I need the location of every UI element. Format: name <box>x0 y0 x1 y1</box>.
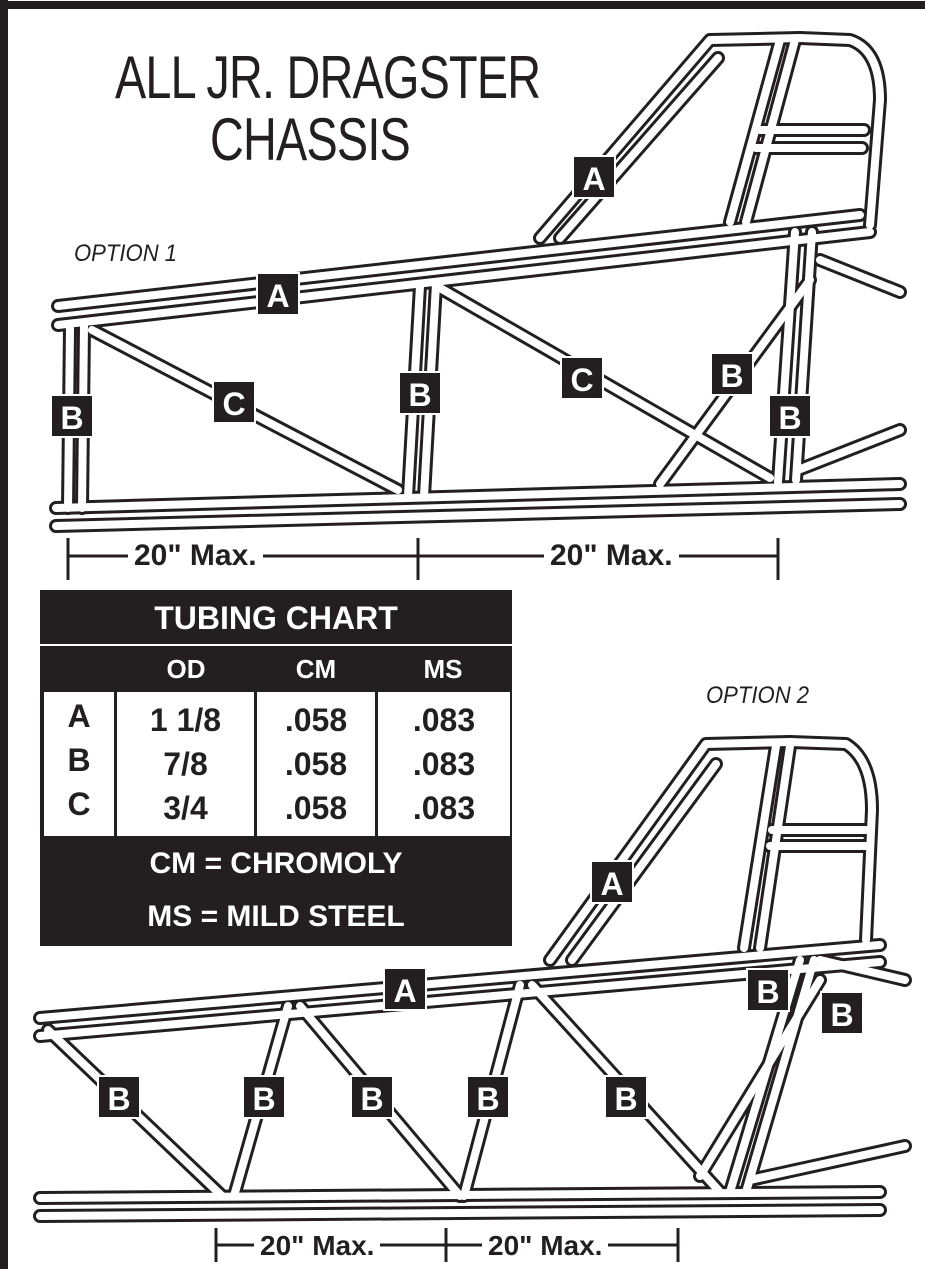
option2-tube-tag: A <box>590 860 634 904</box>
tubing-chart-column-separator <box>114 692 117 836</box>
option1-tube-tag: B <box>768 394 812 438</box>
option2-tube-tag: B <box>820 991 864 1035</box>
tubing-row-cm: .058 <box>284 746 348 782</box>
tubing-row-tube: C <box>67 786 91 822</box>
option2-dimension-2: 20" Max. <box>482 1229 609 1263</box>
tubing-row-tube: A <box>67 698 91 734</box>
option2-tube-tag: B <box>746 968 790 1012</box>
option1-tube-tag: B <box>50 394 94 438</box>
tubing-chart-title: TUBING CHART <box>154 600 398 636</box>
tubing-row-ms: .083 <box>412 702 476 738</box>
option1-frame <box>49 31 907 580</box>
tubing-chart-header-cm: CM <box>295 654 337 684</box>
tubing-row-ms: .083 <box>412 746 476 782</box>
option2-tube-tag: B <box>466 1075 510 1119</box>
option1-label: OPTION 1 <box>74 240 178 267</box>
option2-tube-tag: B <box>242 1075 286 1119</box>
option2-tube-tag: B <box>97 1075 141 1119</box>
option1-tube-tag: C <box>560 356 604 400</box>
tubing-chart-column-separator <box>254 692 257 836</box>
title-line-2: CHASSIS <box>209 106 411 173</box>
option1-tube-tag: B <box>710 352 754 396</box>
option1-tube-tag: A <box>256 272 300 316</box>
tubing-row-tube: B <box>67 742 91 778</box>
option2-dimension-1: 20" Max. <box>254 1229 381 1263</box>
title-line-1: ALL JR. DRAGSTER <box>115 44 541 111</box>
option2-tube-tag: A <box>383 967 427 1011</box>
tubing-chart-divider <box>40 644 512 646</box>
option1-tube-tag: A <box>572 155 616 199</box>
option2-label: OPTION 2 <box>706 682 810 709</box>
option1-dimension-2: 20" Max. <box>544 539 679 573</box>
option1-tube-tag: B <box>398 371 442 415</box>
tubing-chart-header-ms: MS <box>423 654 463 684</box>
tubing-row-od: 3/4 <box>163 790 208 826</box>
option1-tube-tag: C <box>212 380 256 424</box>
tubing-row-ms: .083 <box>412 790 476 826</box>
tubing-row-od: 1 1/8 <box>149 702 222 738</box>
tubing-chart-legend-cm: CM = CHROMOLY <box>149 847 403 880</box>
option2-tube-tag: B <box>604 1075 648 1119</box>
tubing-chart-column-separator <box>375 692 378 836</box>
tubing-chart-legend-ms: MS = MILD STEEL <box>147 900 405 933</box>
tubing-chart-header-od: OD <box>166 654 206 684</box>
tubing-row-cm: .058 <box>284 790 348 826</box>
tubing-chart-body <box>44 692 510 836</box>
tubing-row-cm: .058 <box>284 702 348 738</box>
tubing-row-od: 7/8 <box>163 746 208 782</box>
option2-tube-tag: B <box>350 1075 394 1119</box>
option1-dimension-1: 20" Max. <box>128 539 263 573</box>
